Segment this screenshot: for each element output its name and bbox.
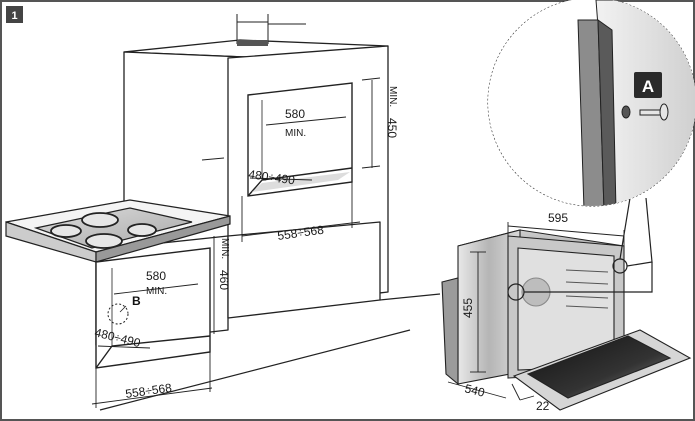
floor-lines [99,293,441,411]
oven-depth: 540 [463,381,486,400]
top-vent [236,14,306,46]
upper-depth: 480÷490 [248,167,296,187]
callout-a-label: A [642,77,654,96]
upper-width-value: 580 [285,107,305,121]
oven-dimensions [447,222,625,401]
lower-height-min: MIN. [219,238,230,259]
lower-outer-width: 558÷568 [124,381,172,401]
detail-leaders [507,197,653,301]
lower-width-min: MIN. [146,286,167,297]
lower-niche [95,247,211,369]
detail-magnifier: A [487,0,695,207]
lower-height-value: 460 [217,270,231,290]
oven [441,229,692,411]
upper-niche [247,82,353,197]
countertop [5,199,231,263]
upper-labels: 580 MIN. 480÷490 558÷568 MIN. 450 [248,86,399,243]
oven-height: 455 [461,298,475,318]
figure-number-badge: 1 [6,6,23,23]
callout-b: B [107,294,141,325]
lower-width-value: 580 [146,269,166,283]
oven-door-offset: 22 [536,399,550,413]
upper-width-min: MIN. [285,128,306,139]
oven-width: 595 [548,211,568,225]
dimension-lines [91,77,381,408]
callout-b-label: B [132,294,141,308]
upper-height-min: MIN. [387,86,398,107]
upper-outer-width: 558÷568 [276,223,324,243]
oven-labels: 595 455 540 22 [461,211,568,413]
figure-number: 1 [11,10,17,22]
upper-height-value: 450 [385,118,399,138]
